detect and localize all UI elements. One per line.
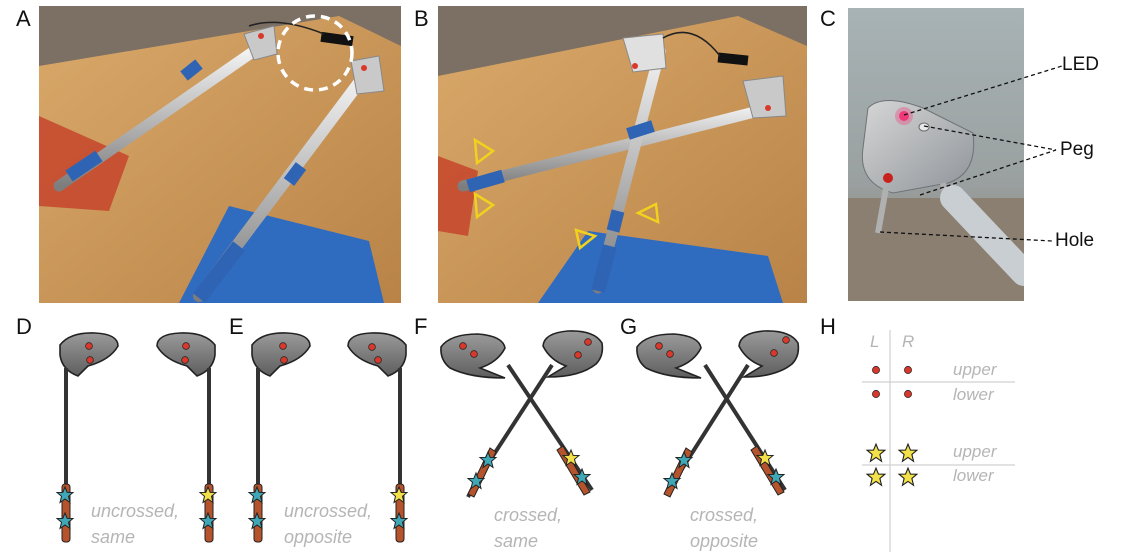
photo-a-uncrossed-setup [39, 6, 401, 303]
caption-f-line2: same [494, 531, 539, 551]
panel-label-a: A [16, 6, 31, 31]
caption-g-line1: crossed, [690, 505, 759, 525]
caption-f-line1: crossed, [494, 505, 563, 525]
label-hole: Hole [1055, 230, 1095, 251]
legend-led-lower: lower [953, 385, 994, 404]
panel-label-c: C [820, 6, 836, 31]
panel-g-crossed-opposite [636, 330, 800, 498]
panel-label-b: B [414, 6, 429, 31]
legend-star-lower: lower [953, 466, 994, 485]
panel-f-crossed-same [440, 330, 604, 498]
club-illustrations [56, 330, 1015, 552]
caption-d-line2: same [91, 527, 136, 547]
caption-e-line2: opposite [284, 527, 353, 547]
panel-d-uncrossed-same [56, 332, 217, 543]
panel-e-uncrossed-opposite [248, 332, 408, 543]
label-led: LED [1062, 54, 1099, 75]
legend-star-upper: upper [953, 442, 997, 461]
legend-led-upper: upper [953, 360, 997, 379]
panel-label-g: G [620, 314, 638, 339]
panel-label-d: D [16, 314, 32, 339]
caption-d-line1: uncrossed, [91, 501, 180, 521]
label-peg: Peg [1060, 139, 1094, 160]
legend-col-right: R [902, 332, 915, 351]
panel-label-e: E [229, 314, 244, 339]
legend-col-left: L [870, 332, 880, 351]
photo-c-led-closeup [848, 8, 1024, 301]
caption-g-line2: opposite [690, 531, 759, 551]
caption-e-line1: uncrossed, [284, 501, 373, 521]
panel-label-h: H [820, 314, 836, 339]
panel-h-legend [862, 330, 1015, 552]
panel-label-f: F [414, 314, 428, 339]
photo-b-crossed-setup [438, 6, 807, 303]
